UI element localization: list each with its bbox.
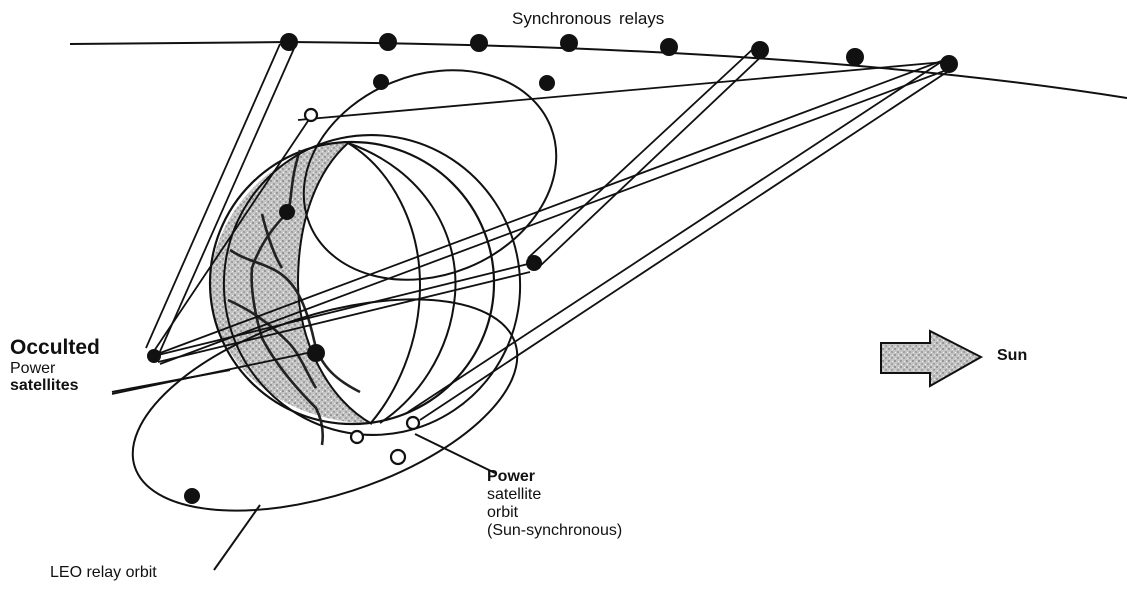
pso-line-3: orbit [487, 503, 519, 521]
sun-label: Sun [997, 347, 1028, 364]
upper-relay-orbit [302, 69, 558, 281]
power-satellite-orbit [222, 134, 522, 436]
occulted-sat [147, 349, 161, 363]
earth [208, 140, 496, 426]
occulted-power-satellites-label: Occulted Power satellites [10, 336, 100, 395]
relay-sat [940, 55, 958, 73]
upper-orbit-sat [373, 74, 389, 90]
pso-line-1: Power [487, 468, 536, 485]
synchronous-orbit-arc [69, 40, 1127, 99]
relay-sat [280, 33, 298, 51]
leo-relay-orbit [131, 298, 519, 512]
power-satellites-open [303, 107, 421, 466]
relay-sat [470, 34, 488, 52]
sun-arrow-icon [880, 329, 984, 388]
label-leaders [111, 369, 496, 571]
power-node-sat [526, 255, 542, 271]
pso-line-2: satellite [487, 485, 542, 503]
relay-sat [660, 38, 678, 56]
occulted-line-2: satellites [10, 377, 79, 395]
relay-sat [379, 33, 397, 51]
occulted-title: Occulted [10, 336, 100, 359]
orbit-satellites [147, 74, 555, 504]
power-satellite-orbit-label: Power satellite orbit (Sun-synchronous) [487, 468, 622, 540]
night-side-sat [307, 344, 325, 362]
synchronous-relays-label: Synchronous relays [512, 9, 665, 28]
night-side-sat [279, 204, 295, 220]
relay-links [145, 43, 957, 421]
occulted-line-1: Power [10, 359, 56, 377]
earth-meridians [296, 142, 457, 425]
leo-relay-orbit-label: LEO relay orbit [50, 564, 157, 581]
relay-sat [560, 34, 578, 52]
upper-orbit-sat [539, 75, 555, 91]
relay-sat [846, 48, 864, 66]
synchronous-relay-satellites [280, 33, 958, 73]
leo-relay-sat [184, 488, 200, 504]
relay-sat [751, 41, 769, 59]
pso-line-4: (Sun-synchronous) [487, 521, 623, 539]
